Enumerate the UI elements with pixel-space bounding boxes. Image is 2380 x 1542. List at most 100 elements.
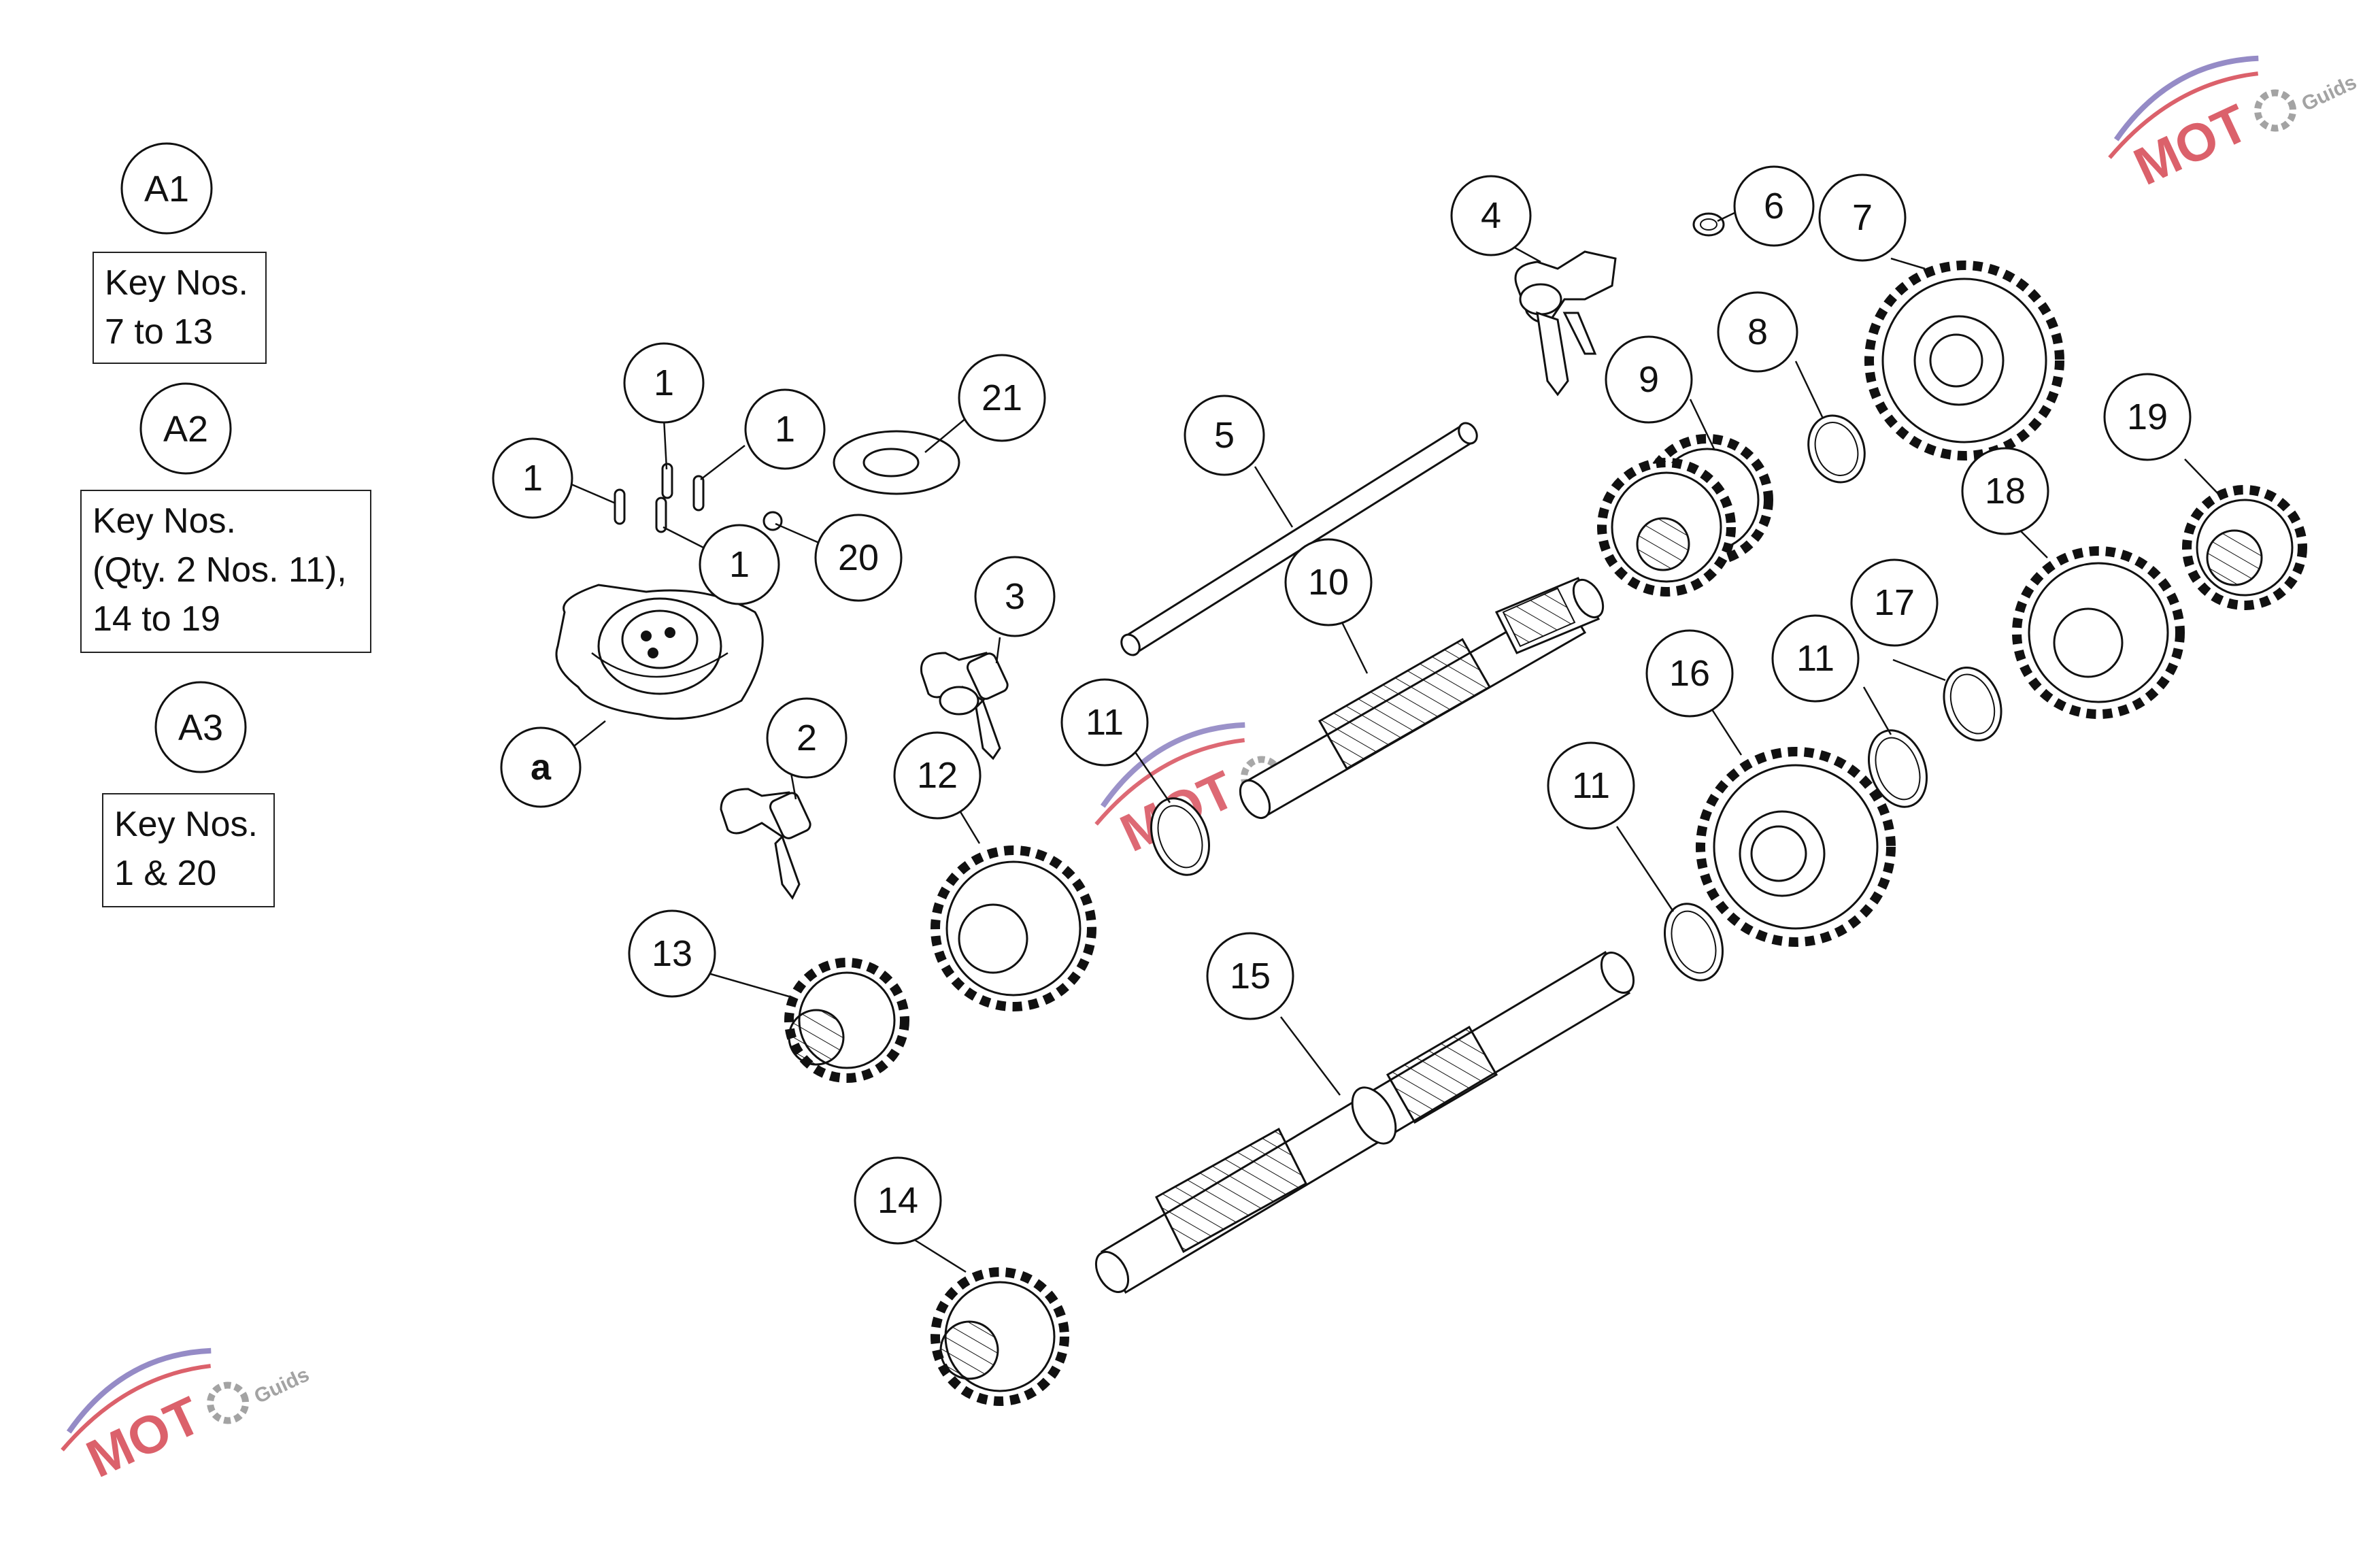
callout-5: 5 — [1184, 395, 1265, 476]
group-a2-line: Key Nos. — [93, 501, 236, 541]
group-a2-circle: A2 — [139, 382, 232, 475]
svg-text:7: 7 — [1852, 197, 1873, 238]
part-8-shim — [1807, 414, 1866, 484]
callout-4: 4 — [1450, 175, 1532, 256]
callout-3: 3 — [974, 556, 1056, 637]
callout-1: 1 — [699, 524, 780, 605]
group-a1-label: A1 — [144, 169, 189, 209]
svg-text:11: 11 — [1796, 638, 1834, 679]
callout-12: 12 — [893, 731, 982, 820]
group-a1-line: Key Nos. — [105, 263, 248, 303]
part-14-gear — [931, 1267, 1069, 1406]
group-a1-circle: A1 — [120, 142, 213, 235]
group-a3-line: 1 & 20 — [114, 854, 217, 893]
svg-text:20: 20 — [838, 537, 879, 578]
callout-11: 11 — [1060, 678, 1149, 767]
callout-17: 17 — [1850, 558, 1939, 647]
callout-13: 13 — [628, 909, 716, 998]
callout-14: 14 — [854, 1156, 942, 1245]
part-3-selector-fork — [920, 652, 1009, 760]
svg-text:1: 1 — [522, 458, 543, 499]
part-12-gear — [931, 845, 1096, 1011]
callout-18: 18 — [1961, 447, 2049, 535]
watermark-logo-top-right: MOT Guids — [2108, 55, 2360, 197]
watermark-logo-bottom-left: MOT Guids — [61, 1347, 313, 1489]
part-17-circlip — [1943, 667, 2002, 741]
part-2-selector-fork — [720, 788, 811, 900]
callout-a: a — [500, 726, 582, 808]
svg-text:21: 21 — [982, 378, 1022, 418]
svg-text:Guids: Guids — [251, 1363, 313, 1408]
callout-11: 11 — [1547, 741, 1635, 830]
group-a1-line: 7 to 13 — [105, 312, 214, 352]
part-21-washer — [833, 430, 960, 495]
group-a3-circle: A3 — [154, 681, 247, 773]
group-a2-line: (Qty. 2 Nos. 11), — [93, 550, 347, 590]
svg-text:19: 19 — [2127, 397, 2168, 437]
part-19-gear — [2182, 485, 2307, 610]
callout-2: 2 — [766, 697, 848, 779]
callout-16: 16 — [1645, 629, 1734, 718]
group-a2-box: Key Nos. (Qty. 2 Nos. 11), 14 to 19 — [80, 490, 371, 653]
part-4-selector-fork — [1514, 250, 1617, 397]
callout-11: 11 — [1771, 614, 1860, 703]
callout-15: 15 — [1206, 932, 1294, 1020]
part-7-gear — [1864, 261, 2064, 460]
svg-text:9: 9 — [1639, 359, 1659, 400]
callout-1: 1 — [492, 437, 573, 519]
part-11-shim-upper-right — [1867, 729, 1928, 808]
svg-text:13: 13 — [652, 933, 692, 974]
svg-text:1: 1 — [775, 409, 795, 450]
svg-text:16: 16 — [1669, 653, 1710, 694]
callout-7: 7 — [1818, 173, 1907, 262]
svg-text:5: 5 — [1214, 415, 1235, 456]
svg-text:17: 17 — [1874, 582, 1915, 623]
part-13-gear — [784, 958, 909, 1083]
callout-10: 10 — [1284, 538, 1373, 626]
callout-19: 19 — [2103, 373, 2192, 461]
part-6-circlip — [1692, 212, 1725, 237]
group-a1-box: Key Nos. 7 to 13 — [93, 252, 267, 364]
svg-text:15: 15 — [1230, 956, 1271, 996]
group-a3-box: Key Nos. 1 & 20 — [102, 793, 275, 907]
part-15-output-shaft — [1094, 950, 1635, 1294]
callout-1: 1 — [744, 388, 826, 470]
part-10-input-shaft — [1239, 577, 1605, 819]
svg-text:1: 1 — [654, 363, 674, 403]
svg-text:4: 4 — [1481, 195, 1501, 236]
part-9-gear-cluster — [1597, 434, 1773, 597]
callout-1: 1 — [623, 342, 705, 424]
group-a2-line: 14 to 19 — [93, 599, 220, 639]
svg-text:a: a — [531, 747, 552, 788]
group-a2-label: A2 — [163, 409, 208, 450]
group-a3-line: Key Nos. — [114, 805, 258, 844]
svg-text:11: 11 — [1086, 702, 1124, 743]
svg-text:10: 10 — [1308, 562, 1349, 603]
callout-6: 6 — [1733, 165, 1815, 247]
part-5-shift-rod — [1120, 422, 1478, 656]
callout-9: 9 — [1605, 335, 1693, 424]
svg-text:6: 6 — [1764, 186, 1784, 227]
callout-21: 21 — [958, 354, 1046, 442]
svg-text:Guids: Guids — [2298, 71, 2360, 116]
part-20-ball — [762, 511, 783, 531]
part-16-gear — [1696, 747, 1896, 947]
part-11-shim-lower — [1663, 903, 1724, 982]
part-1-pins — [614, 463, 705, 533]
part-a-selector-plate — [555, 584, 764, 720]
svg-text:12: 12 — [917, 755, 958, 796]
svg-text:2: 2 — [797, 718, 817, 758]
part-18-gear — [2012, 546, 2185, 719]
svg-text:14: 14 — [877, 1180, 918, 1221]
part-11-shim-left — [1150, 797, 1211, 876]
group-a3-label: A3 — [178, 707, 223, 748]
callout-8: 8 — [1717, 291, 1798, 373]
svg-text:8: 8 — [1747, 312, 1768, 352]
callout-20: 20 — [814, 514, 903, 602]
svg-text:18: 18 — [1985, 471, 2026, 512]
svg-text:1: 1 — [729, 544, 750, 585]
svg-text:3: 3 — [1005, 576, 1025, 617]
svg-text:11: 11 — [1572, 765, 1610, 806]
